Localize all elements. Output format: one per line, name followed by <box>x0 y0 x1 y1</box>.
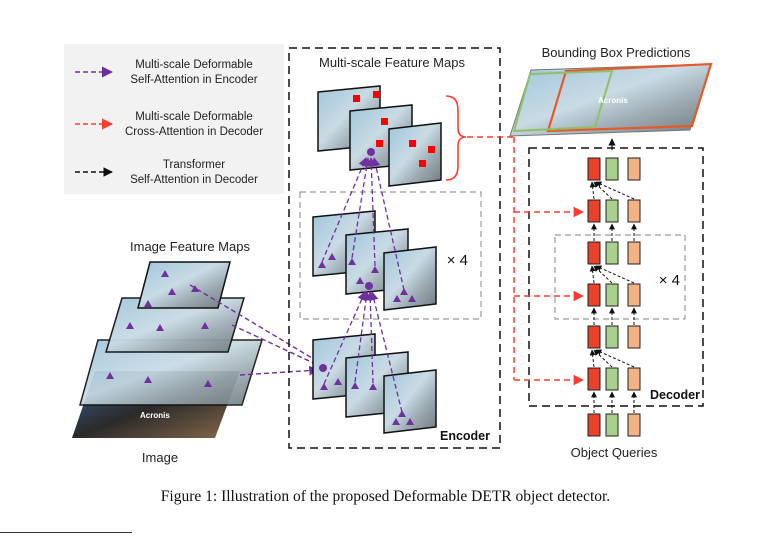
decoder-token-row4-green <box>605 283 619 307</box>
encoder-box <box>288 47 501 449</box>
decoder-token-rows <box>587 157 641 437</box>
encoder-attention-arrows <box>321 157 405 413</box>
decoder-token-row2-orange <box>627 199 641 223</box>
decoder-token-row1-green <box>605 157 619 181</box>
image-feature-map-points <box>106 270 212 387</box>
legend-item-2-line2: Cross-Attention in Decoder <box>125 126 263 138</box>
decoder-token-row5-red <box>587 325 601 349</box>
encoder-label: Encoder <box>440 429 490 443</box>
multi-scale-feature-maps-label: Multi-scale Feature Maps <box>319 55 465 70</box>
output-feature-maps <box>317 85 442 187</box>
image-feature-map-small <box>137 261 231 309</box>
legend-item-3-line1: Transformer <box>163 159 225 171</box>
self-attention-arrow-2-3 <box>595 265 635 284</box>
self-attention-arrow-3-1 <box>589 349 596 368</box>
bbox-image-logo-text: Acronis <box>598 96 628 105</box>
decoder-repeat-box <box>554 234 686 320</box>
self-attention-arrow-1-2 <box>593 181 613 200</box>
decoder-token-row6-red <box>587 367 601 391</box>
legend-item-3-line2: Self-Attention in Decoder <box>130 174 258 186</box>
decoder-token-row6-orange <box>627 367 641 391</box>
self-attention-arrow-1-3 <box>595 181 635 200</box>
middle-sampling-points <box>318 253 416 302</box>
input-feature-maps <box>312 333 437 434</box>
object-queries-label: Object Queries <box>571 445 658 460</box>
decoder-token-row3-green <box>605 241 619 265</box>
self-attention-arrow-3-2 <box>593 349 613 368</box>
self-attention-arrow-2-1 <box>589 265 596 284</box>
encoder-times4-label: × 4 <box>447 252 468 269</box>
reference-points-red <box>353 91 435 167</box>
query-point-top <box>367 148 375 156</box>
footnote-rule <box>0 532 132 533</box>
bbox-green <box>512 69 614 133</box>
decoder-token-row6-green <box>605 367 619 391</box>
decoder-token-row2-green <box>605 199 619 223</box>
legend-background <box>64 44 284 194</box>
legend-item-1-line2: Self-Attention in Encoder <box>130 74 257 86</box>
cross-attention-arrows <box>467 136 585 386</box>
bottom-sampling-points <box>320 378 414 425</box>
legend-item-1-line1: Multi-scale Deformable <box>135 59 253 71</box>
bbox-orange <box>546 62 713 133</box>
image-label: Image <box>142 450 178 465</box>
self-attention-arrow-1-1 <box>589 181 596 200</box>
decoder-self-attention-arrows <box>589 181 637 413</box>
decoder-token-row5-orange <box>627 325 641 349</box>
decoder-token-row7-orange <box>627 413 641 437</box>
query-point-middle <box>365 282 373 290</box>
decoder-token-row2-red <box>587 199 601 223</box>
legend: Multi-scale Deformable Self-Attention in… <box>64 44 284 194</box>
decoder-times4-label: × 4 <box>659 272 680 289</box>
decoder-token-row1-orange <box>627 157 641 181</box>
figure-caption: Figure 1: Illustration of the proposed D… <box>160 488 611 505</box>
decoder-token-row5-green <box>605 325 619 349</box>
decoder-token-row3-red <box>587 241 601 265</box>
bounding-box-predictions-label: Bounding Box Predictions <box>542 45 691 60</box>
query-point-bottom <box>319 364 327 372</box>
decoder-label: Decoder <box>650 388 700 402</box>
image-feature-maps-label: Image Feature Maps <box>130 239 250 254</box>
encoder-repeat-box <box>299 191 482 320</box>
legend-item-2-line1: Multi-scale Deformable <box>135 111 253 123</box>
decoder-token-row3-orange <box>627 241 641 265</box>
bbox-prediction-image: Acronis <box>509 62 713 137</box>
image-feature-map-level-1 <box>137 261 231 309</box>
self-attention-arrow-2-2 <box>593 265 613 284</box>
input-image-logo-text: Acronis <box>140 411 170 420</box>
middle-feature-maps <box>312 210 437 311</box>
decoder-token-row7-green <box>605 413 619 437</box>
self-attention-arrow-3-3 <box>595 349 635 368</box>
decoder-token-row4-orange <box>627 283 641 307</box>
decoder-token-row1-red <box>587 157 601 181</box>
decoder-token-row4-red <box>587 283 601 307</box>
decoder-token-row7-red <box>587 413 601 437</box>
decoder-box <box>528 147 704 407</box>
feature-to-encoder-arrows <box>189 284 323 376</box>
output-brace <box>445 95 467 181</box>
